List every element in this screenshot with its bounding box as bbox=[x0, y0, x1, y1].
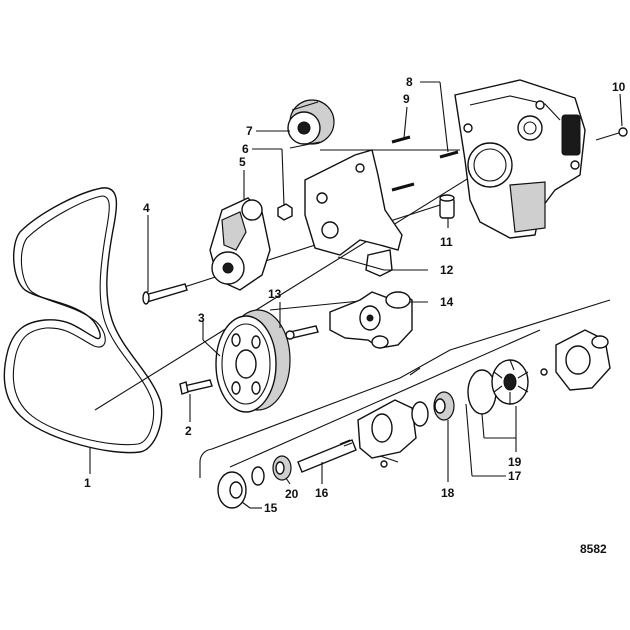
callout-1: 1 bbox=[84, 448, 91, 490]
callout-label-13: 13 bbox=[268, 287, 282, 301]
callout-label-3: 3 bbox=[198, 311, 205, 325]
callout-7: 7 bbox=[246, 124, 290, 138]
pump-cover-housing bbox=[555, 329, 611, 391]
callout-20: 20 bbox=[285, 477, 299, 501]
callout-label-14: 14 bbox=[440, 295, 454, 309]
callout-11: 11 bbox=[440, 218, 453, 249]
callout-label-20: 20 bbox=[285, 487, 299, 501]
callout-label-6: 6 bbox=[242, 142, 249, 156]
crankshaft-pulley-part-3 bbox=[215, 309, 291, 413]
callout-label-10: 10 bbox=[612, 80, 626, 94]
callout-15: 15 bbox=[241, 501, 278, 515]
studs-part-9 bbox=[391, 135, 415, 192]
callout-12: 12 bbox=[337, 256, 454, 277]
seawater-pump-part-14 bbox=[329, 291, 413, 349]
callout-label-19: 19 bbox=[508, 455, 522, 469]
callout-14: 14 bbox=[410, 295, 454, 309]
callout-2: 2 bbox=[185, 394, 192, 438]
pump-cover-plate-part-15 bbox=[217, 471, 247, 509]
nut-part-6 bbox=[277, 203, 293, 221]
callout-label-8: 8 bbox=[406, 75, 413, 89]
pump-body-housing bbox=[357, 399, 417, 468]
bolt-part-4 bbox=[142, 283, 188, 305]
belt-tensioner-part-5 bbox=[209, 197, 271, 291]
callout-3: 3 bbox=[198, 311, 221, 357]
callout-label-18: 18 bbox=[441, 486, 455, 500]
callout-label-11: 11 bbox=[440, 235, 453, 249]
bearing-part-18 bbox=[411, 391, 455, 427]
bolt-part-10 bbox=[595, 127, 628, 141]
engine-front-cover bbox=[454, 79, 586, 239]
callout-label-9: 9 bbox=[403, 92, 410, 106]
callout-10: 10 bbox=[612, 80, 626, 127]
callout-16: 16 bbox=[315, 462, 329, 500]
callout-label-4: 4 bbox=[143, 201, 150, 215]
section-frame-lines bbox=[199, 299, 611, 478]
callout-4: 4 bbox=[143, 201, 150, 292]
figure-reference-number: 8582 bbox=[580, 542, 607, 556]
bearing-part-20 bbox=[272, 455, 292, 481]
callout-13: 13 bbox=[268, 287, 282, 328]
callout-label-12: 12 bbox=[440, 263, 454, 277]
stud-part-8 bbox=[439, 150, 459, 159]
spacer-part-11 bbox=[439, 194, 455, 219]
callout-label-16: 16 bbox=[315, 486, 329, 500]
bolt-part-13 bbox=[285, 325, 319, 340]
seal-part-15 bbox=[251, 466, 265, 486]
callout-8: 8 bbox=[406, 75, 449, 153]
callout-label-2: 2 bbox=[185, 424, 192, 438]
callout-label-7: 7 bbox=[246, 124, 253, 138]
callout-19: 19 bbox=[481, 406, 522, 469]
callout-5: 5 bbox=[239, 155, 246, 200]
callout-17: 17 bbox=[465, 403, 522, 483]
mounting-bracket bbox=[304, 149, 403, 277]
callout-6: 6 bbox=[242, 142, 285, 207]
callout-9: 9 bbox=[403, 92, 410, 139]
callout-label-17: 17 bbox=[508, 469, 522, 483]
callout-label-1: 1 bbox=[84, 476, 91, 490]
callout-label-15: 15 bbox=[264, 501, 278, 515]
callout-label-5: 5 bbox=[239, 155, 246, 169]
pump-shaft-part-16 bbox=[297, 439, 357, 473]
idler-pulley-part-7 bbox=[287, 99, 335, 149]
serpentine-belt bbox=[3, 187, 163, 454]
impeller-part-19 bbox=[491, 359, 548, 405]
callouts: 1 2 3 4 5 6 7 8 bbox=[84, 75, 626, 515]
callout-18: 18 bbox=[441, 420, 455, 500]
bolt-part-2 bbox=[179, 379, 213, 395]
